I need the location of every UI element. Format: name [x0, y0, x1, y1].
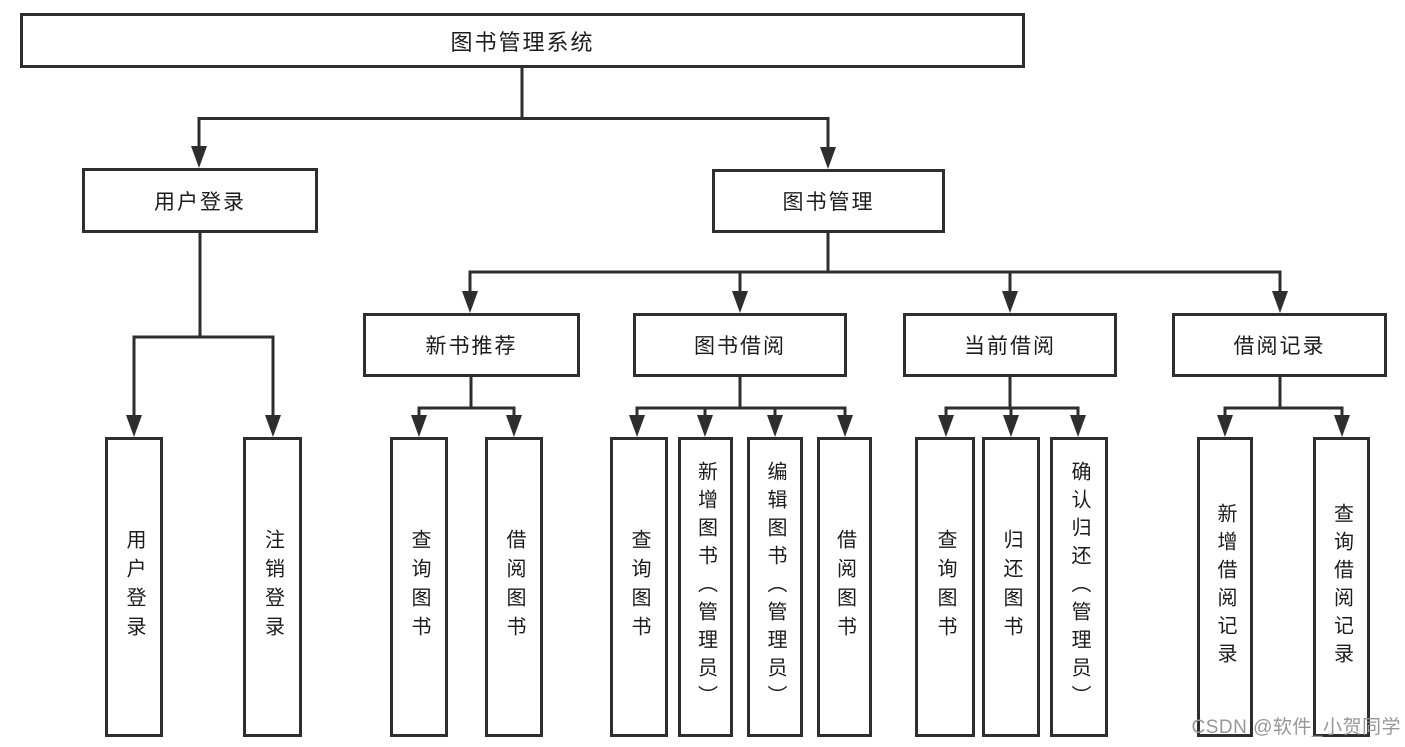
leaf-label: 查询借阅记录: [1330, 503, 1353, 671]
leaf-label: 新增借阅记录: [1214, 503, 1236, 671]
leaf-logout: 注销登录: [243, 437, 302, 737]
leaf-label: 新增图书（管理员）: [694, 461, 717, 713]
node-user-login: 用户登录: [82, 168, 318, 233]
leaf-label: 编辑图书（管理员）: [764, 461, 786, 713]
node-library-system: 图书管理系统: [20, 13, 1025, 68]
leaf-label: 借阅图书: [503, 529, 525, 645]
leaf-add-borrow-record: 新增借阅记录: [1197, 437, 1253, 737]
node-book-management: 图书管理: [712, 169, 945, 233]
leaf-confirm-return-admin: 确认归还（管理员）: [1050, 437, 1108, 737]
leaf-label: 借阅图书: [833, 529, 856, 645]
leaf-edit-book-admin: 编辑图书（管理员）: [747, 437, 803, 737]
node-current-borrow: 当前借阅: [903, 313, 1117, 377]
leaf-add-book-admin: 新增图书（管理员）: [678, 437, 733, 737]
leaf-query-books-borrow: 查询图书: [610, 437, 668, 737]
leaf-label: 查询图书: [408, 529, 430, 645]
node-borrow-records: 借阅记录: [1172, 313, 1387, 377]
node-new-book-recommend: 新书推荐: [363, 313, 580, 377]
leaf-label: 注销登录: [261, 529, 284, 645]
leaf-query-books-current: 查询图书: [915, 437, 975, 737]
leaf-query-books-recommend: 查询图书: [390, 437, 448, 737]
leaf-label: 查询图书: [934, 529, 956, 645]
leaf-user-login: 用户登录: [105, 437, 163, 737]
leaf-label: 归还图书: [1000, 529, 1022, 645]
csdn-watermark: CSDN @软件_小贺同学: [1191, 717, 1401, 738]
leaf-query-borrow-record: 查询借阅记录: [1313, 437, 1370, 737]
leaf-label: 确认归还（管理员）: [1068, 461, 1090, 713]
leaf-borrow-books: 借阅图书: [817, 437, 872, 737]
node-book-borrow: 图书借阅: [633, 313, 847, 377]
leaf-label: 用户登录: [123, 529, 145, 645]
leaf-label: 查询图书: [628, 529, 650, 645]
leaf-borrow-books-recommend: 借阅图书: [485, 437, 543, 737]
leaf-return-books: 归还图书: [982, 437, 1040, 737]
